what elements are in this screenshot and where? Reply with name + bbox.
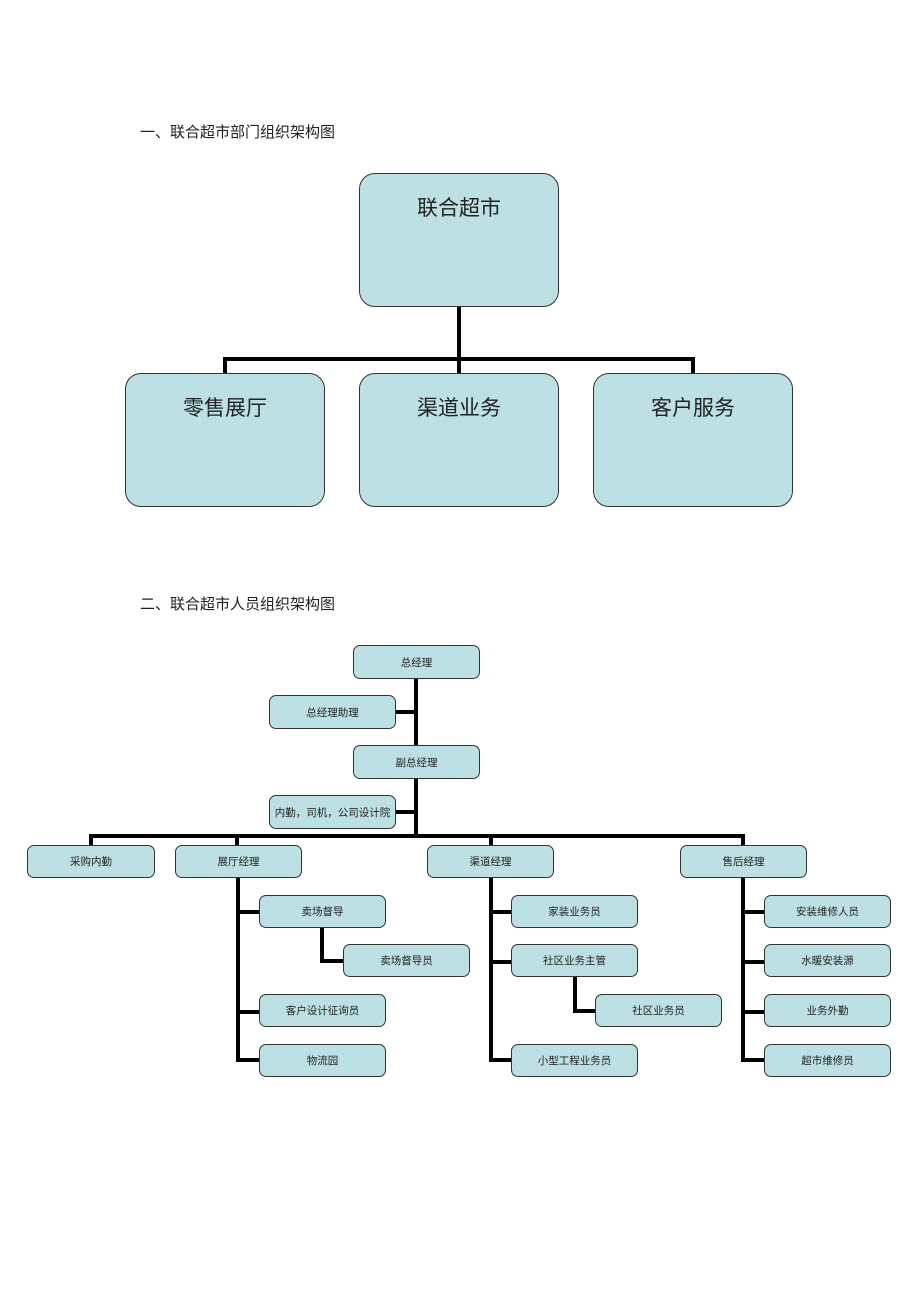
org-node-general-manager: 总经理 [353, 645, 480, 679]
node-label: 家装业务员 [548, 906, 601, 918]
node-label: 卖场督导员 [380, 955, 433, 967]
node-label: 副总经理 [395, 756, 438, 769]
org-node-staff: 社区业务员 [595, 994, 722, 1027]
org-node-manager: 采购内勤 [27, 845, 155, 878]
node-label: 社区业务主管 [543, 955, 606, 967]
connector [457, 357, 461, 374]
node-label: 水暖安装源 [801, 955, 854, 967]
node-label: 卖场督导 [301, 906, 344, 918]
node-label: 联合超市 [417, 196, 501, 220]
node-label: 采购内勤 [70, 856, 112, 868]
org-node-staff: 小型工程业务员 [511, 1044, 638, 1077]
org-node-department: 客户服务 [593, 373, 793, 507]
connector [489, 834, 493, 846]
connector [489, 960, 513, 964]
org-node-manager: 渠道经理 [427, 845, 554, 878]
org-node-department: 零售展厅 [125, 373, 325, 507]
connector [89, 834, 93, 846]
connector [489, 1058, 513, 1062]
connector [573, 1009, 597, 1013]
connector [395, 710, 416, 714]
org-node-staff: 家装业务员 [511, 895, 638, 928]
org-node-staff: 社区业务主管 [511, 944, 638, 977]
connector [89, 834, 745, 838]
node-label: 超市维修员 [801, 1055, 854, 1067]
connector [320, 927, 324, 963]
connector [741, 1010, 765, 1014]
connector [741, 910, 765, 914]
node-label: 业务外勤 [806, 1005, 849, 1017]
org-node-manager: 售后经理 [680, 845, 807, 878]
connector [395, 810, 416, 814]
org-node-manager: 展厅经理 [175, 845, 302, 878]
org-node-staff: 安装维修人员 [764, 895, 891, 928]
connector [235, 834, 239, 846]
org-node-staff: 客户设计征询员 [259, 994, 386, 1027]
connector [223, 357, 227, 374]
connector [236, 1010, 260, 1014]
node-label: 零售展厅 [183, 396, 267, 420]
node-label: 客户服务 [651, 396, 735, 420]
connector [489, 910, 513, 914]
node-label: 内勤，司机，公司设计院 [274, 806, 391, 819]
org-node-root: 联合超市 [359, 173, 559, 307]
connector [691, 357, 695, 374]
node-label: 售后经理 [722, 856, 765, 868]
connector [236, 910, 260, 914]
connector [489, 877, 493, 1062]
org-node-staff: 卖场督导员 [343, 944, 470, 977]
node-label: 渠道经理 [469, 856, 512, 868]
connector [741, 834, 745, 846]
org-node-support-staff: 内勤，司机，公司设计院 [269, 795, 396, 829]
node-label: 社区业务员 [632, 1005, 685, 1017]
node-label: 物流园 [306, 1055, 339, 1067]
org-node-staff: 水暖安装源 [764, 944, 891, 977]
node-label: 总经理 [400, 656, 433, 669]
node-label: 展厅经理 [217, 856, 260, 868]
org-node-staff: 超市维修员 [764, 1044, 891, 1077]
connector [457, 306, 461, 360]
connector [236, 877, 240, 1062]
node-label: 渠道业务 [417, 396, 501, 420]
connector [741, 960, 765, 964]
org-node-staff: 物流园 [259, 1044, 386, 1077]
org-node-staff: 卖场督导 [259, 895, 386, 928]
org-node-staff: 业务外勤 [764, 994, 891, 1027]
org-node-department: 渠道业务 [359, 373, 559, 507]
node-label: 客户设计征询员 [285, 1005, 360, 1017]
connector [741, 877, 745, 1062]
org-node-deputy-gm: 副总经理 [353, 745, 480, 779]
connector [741, 1058, 765, 1062]
node-label: 小型工程业务员 [537, 1055, 612, 1067]
node-label: 安装维修人员 [796, 906, 859, 918]
connector [573, 977, 577, 1013]
org-node-gm-assistant: 总经理助理 [269, 695, 396, 729]
section1-heading: 一、联合超市部门组织架构图 [140, 123, 336, 141]
connector [320, 959, 344, 963]
section2-heading: 二、联合超市人员组织架构图 [140, 595, 336, 613]
connector [236, 1058, 260, 1062]
node-label: 总经理助理 [306, 706, 359, 719]
